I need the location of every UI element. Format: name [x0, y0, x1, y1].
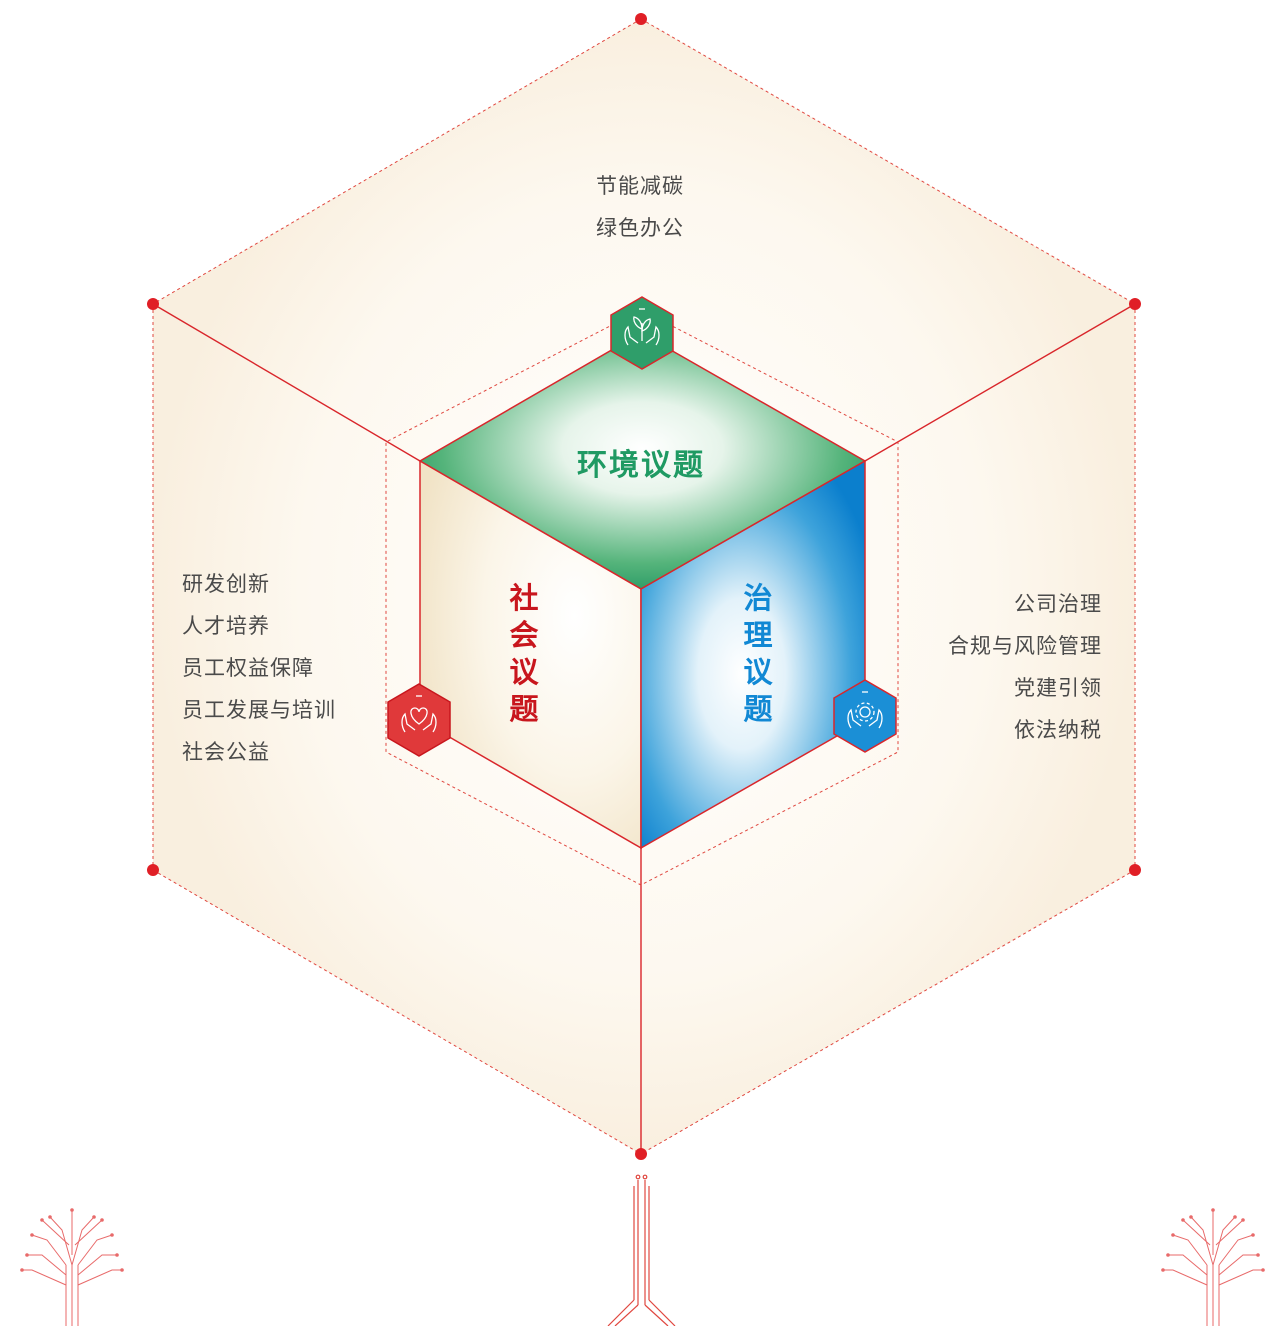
governance-topic: 合规与风险管理: [948, 634, 1102, 658]
governance-topic: 依法纳税: [1014, 718, 1102, 742]
inner-dashed-hexagon: [385, 309, 899, 886]
circuit-trunk-icon: [607, 1174, 676, 1326]
divider-lines: [152, 303, 1136, 1154]
corner-dots: [147, 13, 1141, 1160]
environment-topic: 节能减碳: [596, 174, 684, 198]
governance-title-char: 议: [743, 655, 773, 689]
hands-gear-icon: [833, 679, 897, 753]
social-title-char: 题: [509, 692, 539, 726]
environment-title: 环境议题: [577, 448, 705, 483]
governance-title: 治 理 议 题: [740, 580, 776, 728]
social-title-char: 议: [509, 655, 539, 689]
hands-heart-icon: [387, 683, 451, 757]
governance-topic-list: 公司治理 合规与风险管理 党建引领 依法纳税: [948, 583, 1102, 751]
social-topic: 研发创新: [182, 572, 270, 596]
social-topic: 人才培养: [182, 614, 270, 638]
social-title-char: 社: [509, 581, 539, 615]
circuit-tree-icon: [1161, 1208, 1265, 1326]
social-topic: 员工权益保障: [182, 656, 314, 680]
environment-topic-list: 节能减碳 绿色办公: [540, 165, 740, 249]
outer-dashed-edges: [152, 18, 1136, 1155]
governance-topic: 公司治理: [1014, 592, 1102, 616]
social-title-char: 会: [509, 618, 539, 652]
social-title: 社 会 议 题: [506, 580, 542, 728]
hands-plant-icon: [610, 296, 674, 370]
governance-title-char: 题: [743, 692, 773, 726]
circuit-tree-icon: [20, 1208, 124, 1326]
social-topic: 社会公益: [182, 740, 270, 764]
governance-topic: 党建引领: [1014, 676, 1102, 700]
environment-topic: 绿色办公: [596, 216, 684, 240]
social-topic: 员工发展与培训: [182, 698, 336, 722]
governance-title-char: 理: [743, 618, 773, 652]
social-topic-list: 研发创新 人才培养 员工权益保障 员工发展与培训 社会公益: [182, 563, 336, 773]
governance-title-char: 治: [743, 581, 773, 615]
